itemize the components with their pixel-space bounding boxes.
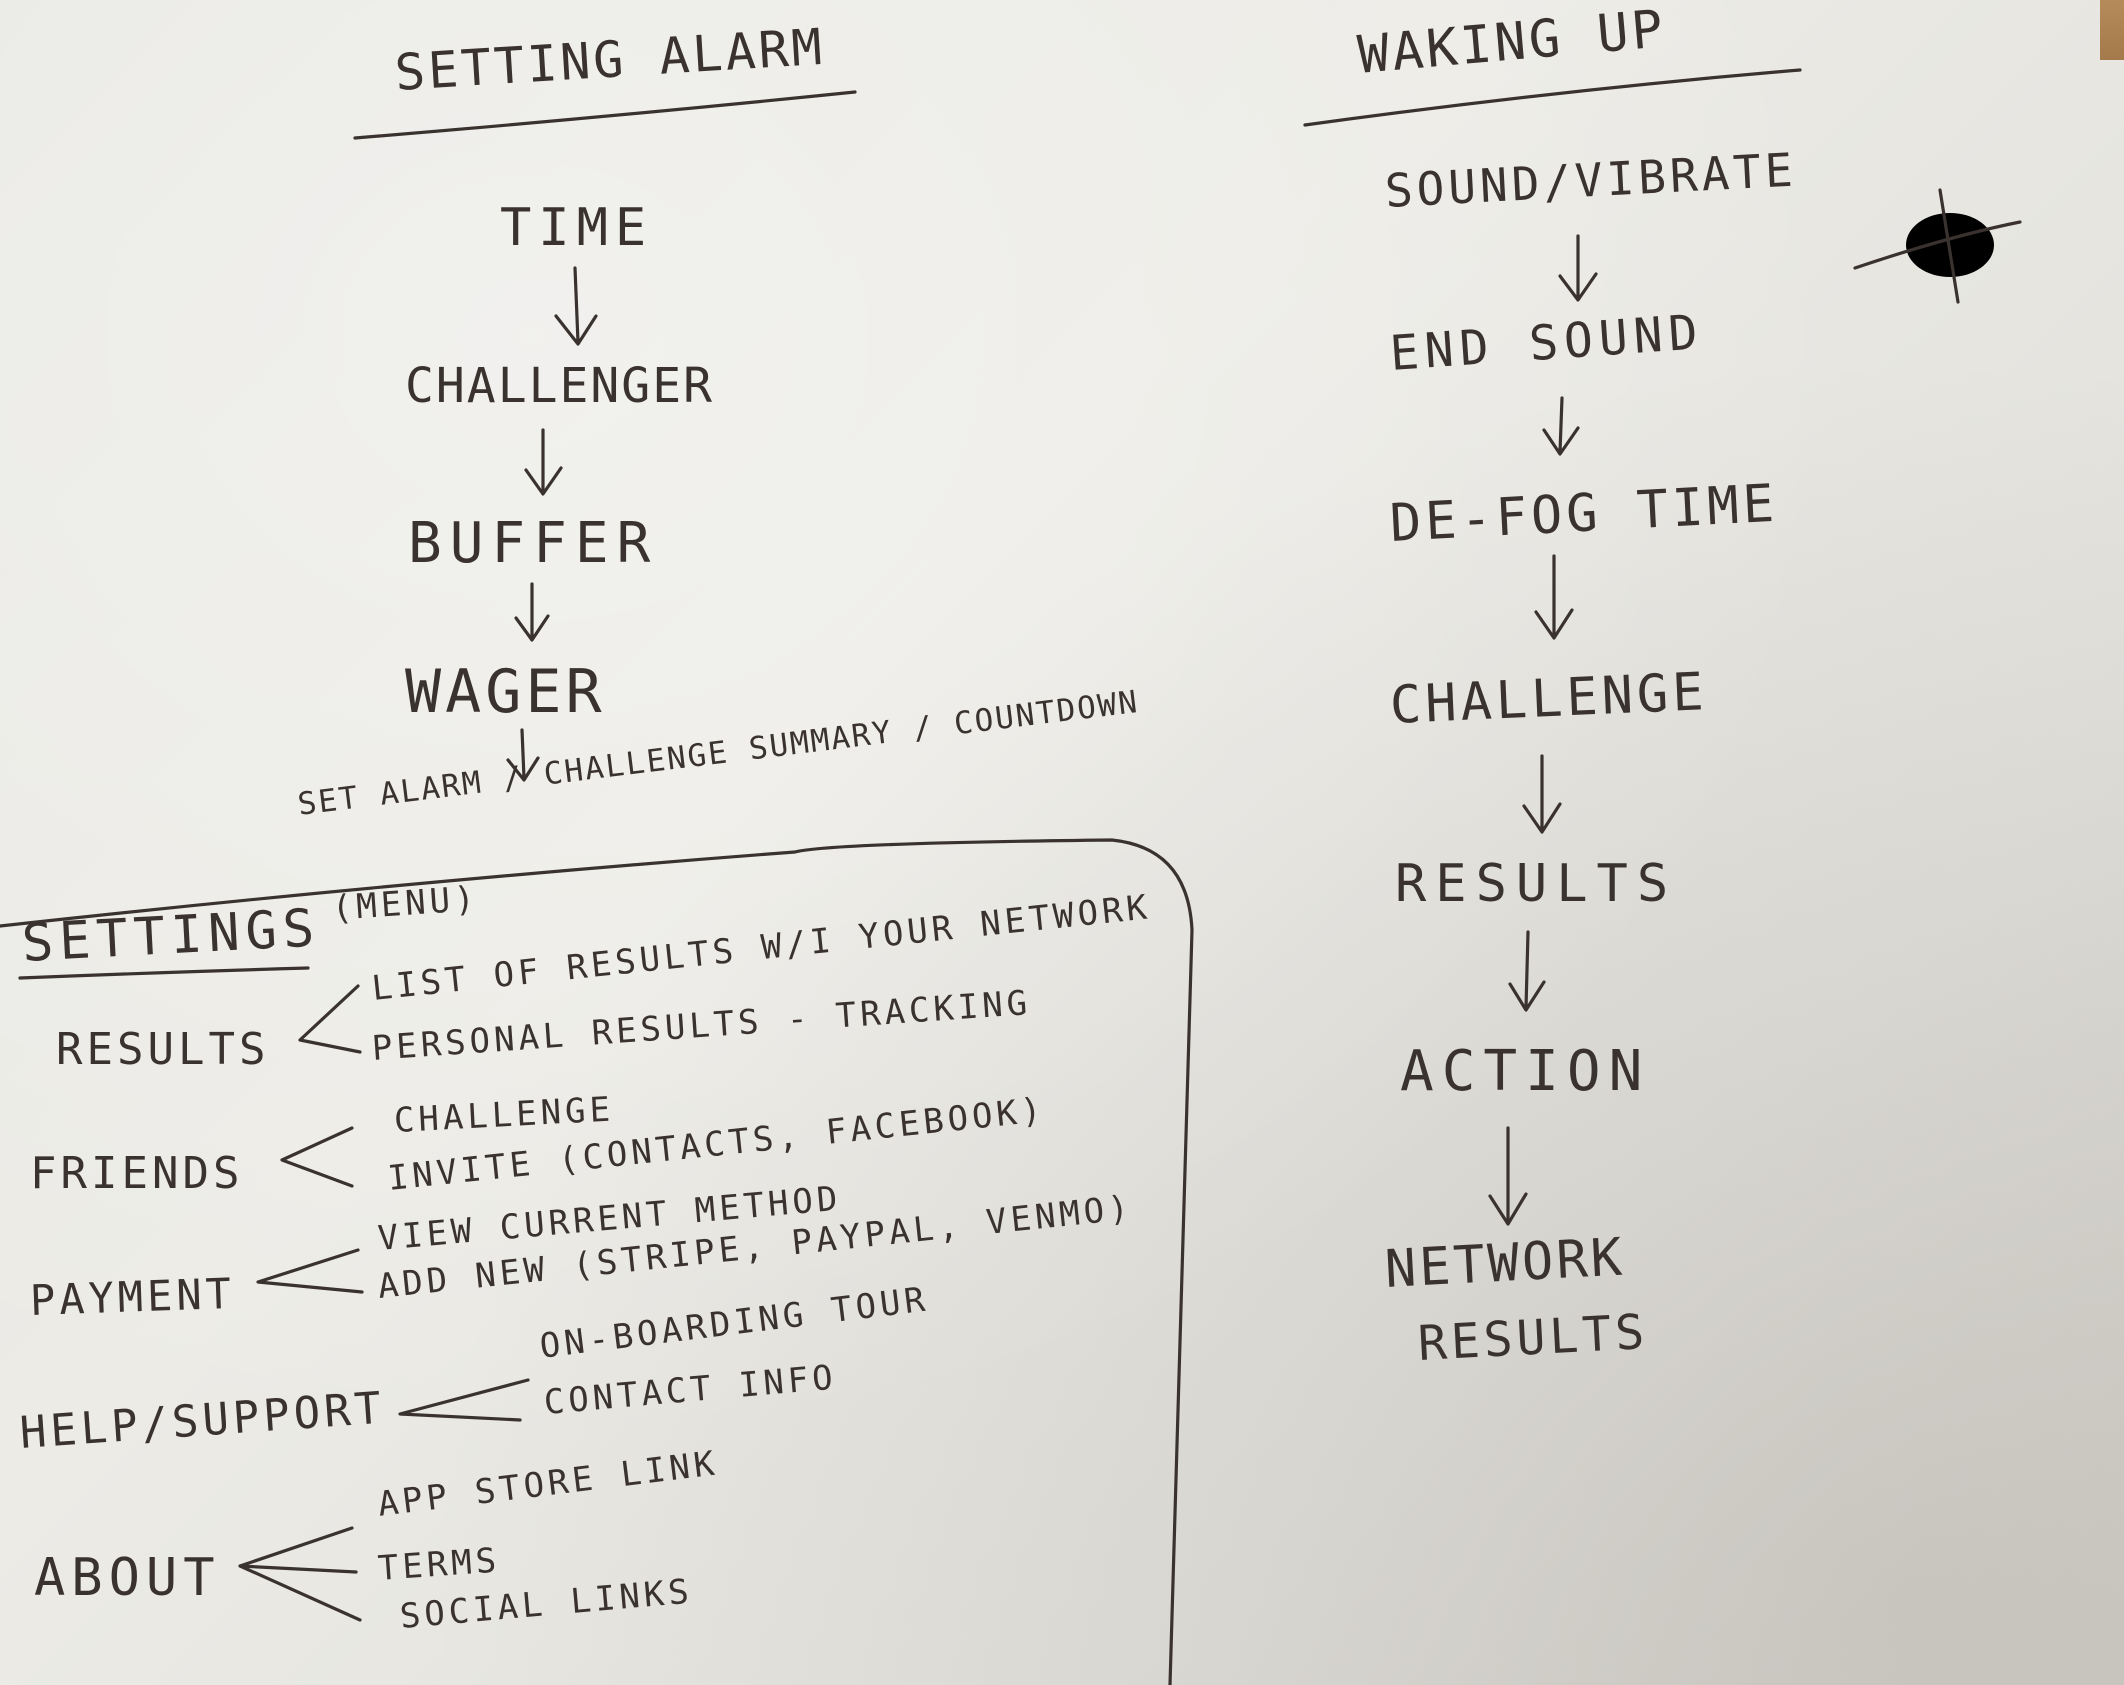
setting-alarm-underline [353,90,857,140]
waking-up-underline [1303,68,1802,127]
step-buffer: BUFFER [408,511,659,576]
settings-box [0,838,1194,1685]
step-network-results: RESULTS [1416,1303,1650,1372]
settings-group-results: RESULTS [56,1024,270,1075]
step-network: NETWORK [1383,1227,1627,1300]
settings-subtitle: (MENU) [330,878,480,929]
settings-item-friends-challenge: CHALLENGE [392,1089,615,1141]
settings-item-about-terms: TERMS [376,1540,502,1589]
settings-group-friends: FRIENDS [30,1148,244,1199]
step-wager: WAGER [405,657,606,727]
step-time: TIME [500,198,654,258]
scribble-mark [1853,188,2022,304]
step-challenger: CHALLENGER [405,358,714,414]
settings-brackets [238,984,530,1622]
settings-group-payment: PAYMENT [29,1268,236,1325]
step-challenge: CHALLENGE [1388,662,1709,736]
settings-underline [18,966,310,980]
waking-arrows [1488,234,1598,1226]
wood-table-edge [2100,0,2124,60]
step-action: ACTION [1400,1039,1651,1104]
settings-title: SETTINGS [20,898,322,974]
step-results: RESULTS [1395,854,1678,914]
settings-group-about: ABOUT [34,1548,221,1608]
setting-arrows [506,266,598,782]
